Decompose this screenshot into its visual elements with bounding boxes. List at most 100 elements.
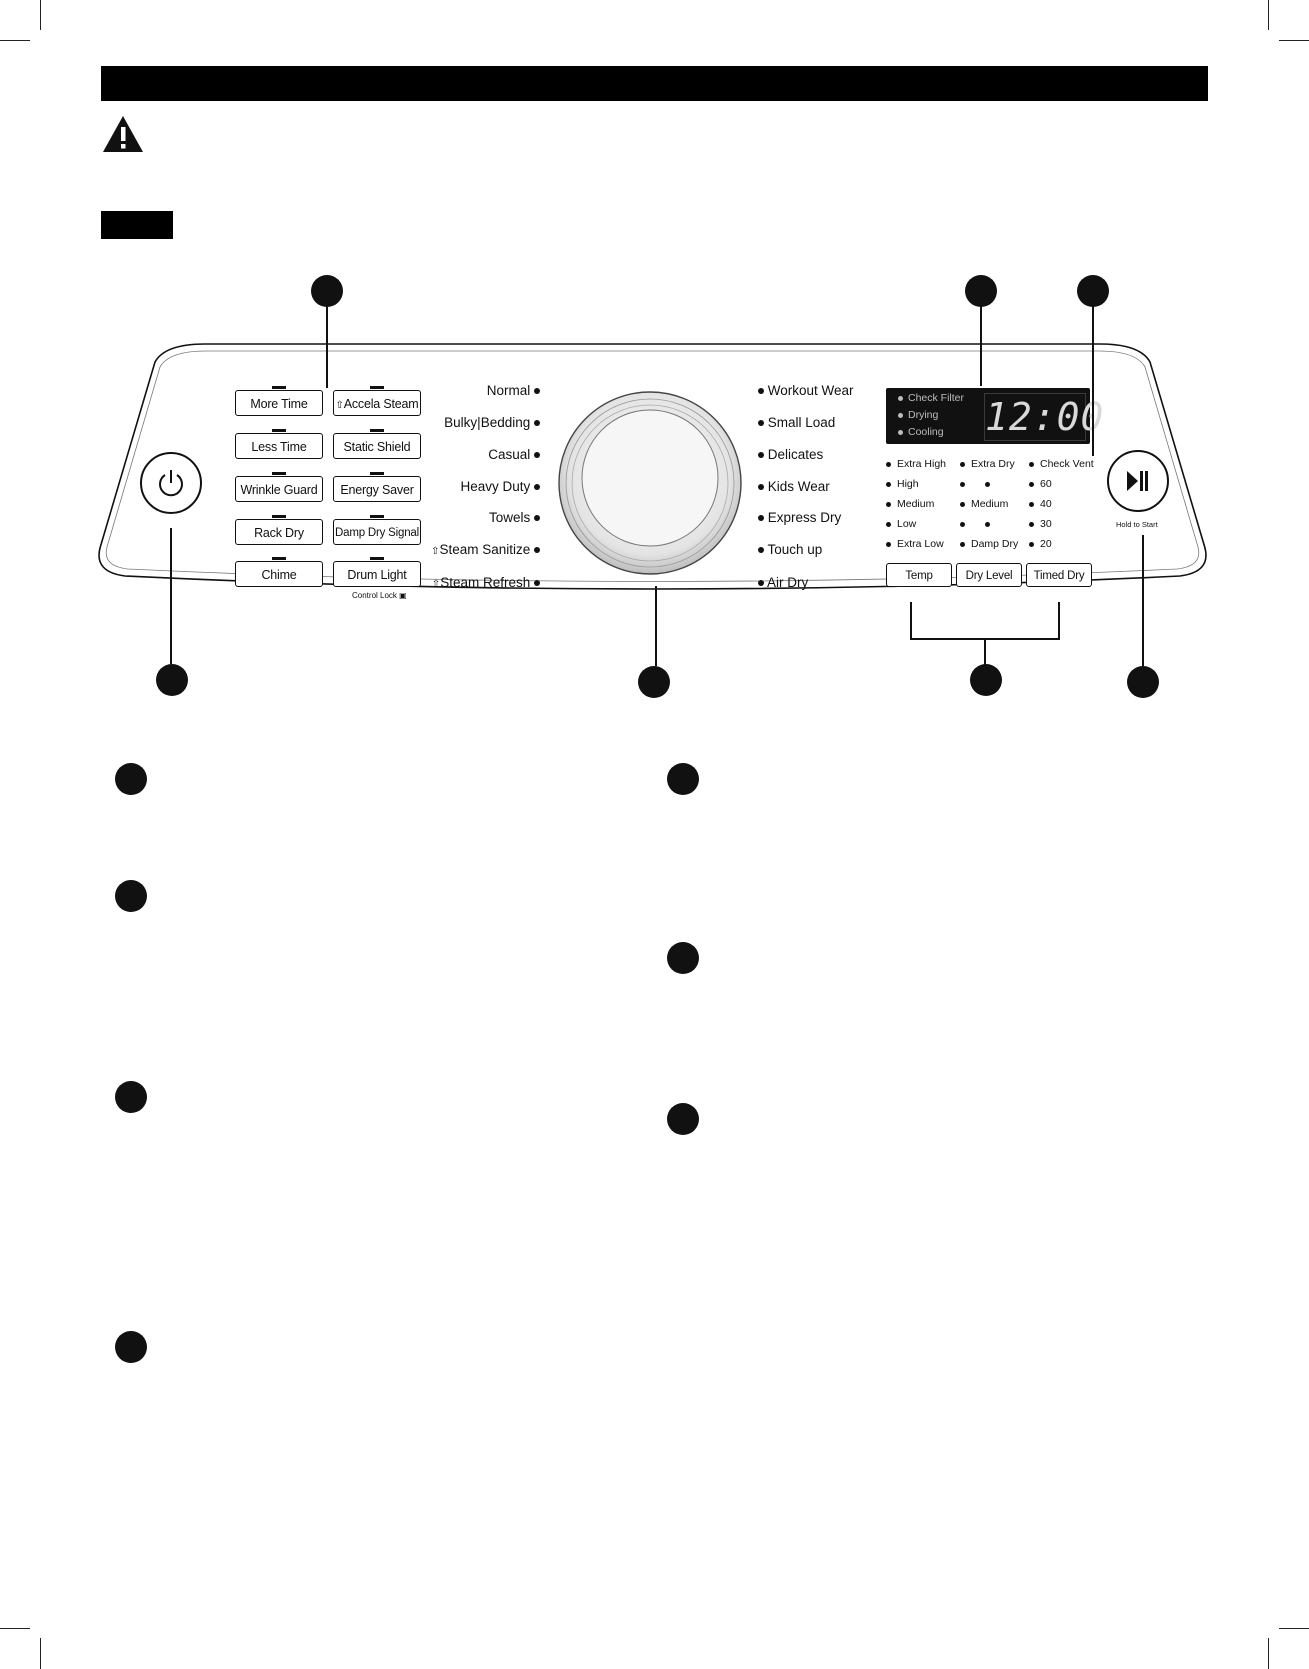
indicator-check-filter: Check Filter (898, 392, 964, 404)
button-label: Wrinkle Guard (240, 483, 318, 497)
cycle-normal[interactable]: Normal (487, 383, 540, 398)
wrinkle-guard-button[interactable]: Wrinkle Guard (235, 472, 323, 502)
crop-mark (0, 1628, 30, 1629)
cycle-steam-sanitize[interactable]: ⇧Steam Sanitize (431, 542, 540, 557)
cycle-air-dry[interactable]: Air Dry (758, 575, 808, 590)
lock-icon: ▣ (399, 591, 407, 600)
check-vent-indicator: Check Vent (1029, 458, 1094, 470)
dry-medium: Medium (960, 498, 1008, 510)
section-marker (115, 1081, 147, 1113)
leader-line (326, 302, 328, 388)
cycle-workout-wear[interactable]: Workout Wear (758, 383, 854, 398)
indicator-cooling: Cooling (898, 426, 944, 438)
cycle-towels[interactable]: Towels (489, 510, 540, 525)
damp-dry-signal-button[interactable]: Damp Dry Signal (333, 515, 421, 545)
dry-level-button[interactable]: Dry Level (956, 563, 1022, 587)
callout-marker (965, 275, 997, 307)
button-label: Accela Steam (343, 397, 419, 411)
leader-line (1092, 302, 1094, 456)
button-label: Energy Saver (340, 483, 414, 497)
dry-level-list: Extra Dry Medium Damp Dry (960, 458, 1030, 558)
leader-line (980, 302, 982, 386)
temp-medium: Medium (886, 498, 934, 510)
crop-mark (1279, 1628, 1309, 1629)
cycle-heavy-duty[interactable]: Heavy Duty (460, 479, 540, 494)
static-shield-button[interactable]: Static Shield (333, 429, 421, 459)
crop-mark (0, 40, 30, 41)
timed-dry-20: 20 (1029, 538, 1052, 550)
section-marker (115, 880, 147, 912)
note-tag (101, 211, 173, 239)
timed-dry-list: Check Vent 60 40 30 20 (1029, 458, 1097, 558)
power-icon (159, 470, 183, 497)
button-label: Damp Dry Signal (335, 527, 419, 539)
drum-light-button[interactable]: Drum Light (333, 557, 421, 587)
play-pause-icon (1127, 471, 1148, 491)
cycle-steam-refresh[interactable]: ⇧Steam Refresh (432, 575, 540, 590)
hold-to-start-label: Hold to Start (1116, 520, 1158, 529)
callout-marker (311, 275, 343, 307)
cycle-selector-knob[interactable] (557, 390, 743, 576)
temp-level-list: Extra High High Medium Low Extra Low (886, 458, 958, 558)
warning-icon (103, 116, 143, 152)
button-label: Rack Dry (254, 526, 304, 540)
button-label: Chime (261, 568, 297, 582)
steam-icon: ⇧ (335, 400, 344, 411)
accela-steam-button[interactable]: ⇧Accela Steam (333, 386, 421, 416)
crop-mark (1268, 0, 1269, 30)
timed-dry-button[interactable]: Timed Dry (1026, 563, 1092, 587)
steam-icon: ⇧ (431, 546, 440, 557)
temp-extra-high: Extra High (886, 458, 946, 470)
cycle-small-load[interactable]: Small Load (758, 415, 835, 430)
steam-icon: ⇧ (431, 579, 441, 590)
button-label: Drum Light (347, 568, 407, 582)
leader-line (170, 528, 172, 664)
energy-saver-button[interactable]: Energy Saver (333, 472, 421, 502)
button-label: More Time (250, 397, 308, 411)
cycle-casual[interactable]: Casual (488, 447, 540, 462)
leader-line (1058, 602, 1060, 640)
cycle-kids-wear[interactable]: Kids Wear (758, 479, 830, 494)
section-marker (667, 942, 699, 974)
temp-high: High (886, 478, 919, 490)
dry-extra-dry: Extra Dry (960, 458, 1015, 470)
cycle-touch-up[interactable]: Touch up (758, 542, 822, 557)
more-time-button[interactable]: More Time (235, 386, 323, 416)
cycle-list-right: Workout Wear Small Load Delicates Kids W… (758, 380, 908, 600)
leader-line (910, 602, 912, 640)
temp-low: Low (886, 518, 916, 530)
callout-marker (1127, 666, 1159, 698)
dry-level-4 (960, 518, 996, 530)
leader-line (984, 638, 986, 666)
crop-mark (1279, 40, 1309, 41)
crop-mark (40, 1638, 41, 1669)
crop-mark (40, 0, 41, 30)
cycle-list-left: Normal Bulky|Bedding Casual Heavy Duty T… (400, 380, 540, 600)
section-marker (667, 1103, 699, 1135)
crop-mark (1268, 1638, 1269, 1669)
status-display: Check Filter Drying Cooling 12:00 (886, 388, 1105, 444)
dry-level-2 (960, 478, 996, 490)
callout-marker (970, 664, 1002, 696)
chime-button[interactable]: Chime (235, 557, 323, 587)
section-marker (667, 763, 699, 795)
temp-button[interactable]: Temp (886, 563, 952, 587)
time-readout: 12:00 (984, 393, 1105, 441)
less-time-button[interactable]: Less Time (235, 429, 323, 459)
rack-dry-button[interactable]: Rack Dry (235, 515, 323, 545)
section-marker (115, 763, 147, 795)
power-button[interactable] (140, 452, 202, 514)
cycle-bulky-bedding[interactable]: Bulky|Bedding (444, 415, 540, 430)
indicator-drying: Drying (898, 409, 938, 421)
callout-marker (638, 666, 670, 698)
cycle-express-dry[interactable]: Express Dry (758, 510, 841, 525)
cycle-delicates[interactable]: Delicates (758, 447, 823, 462)
start-pause-button[interactable] (1107, 450, 1169, 512)
button-label: Static Shield (343, 440, 411, 454)
button-label: Less Time (251, 440, 307, 454)
timed-dry-30: 30 (1029, 518, 1052, 530)
control-lock-label: Control Lock ▣ (352, 591, 407, 600)
section-marker (115, 1331, 147, 1363)
timed-dry-60: 60 (1029, 478, 1052, 490)
temp-extra-low: Extra Low (886, 538, 944, 550)
